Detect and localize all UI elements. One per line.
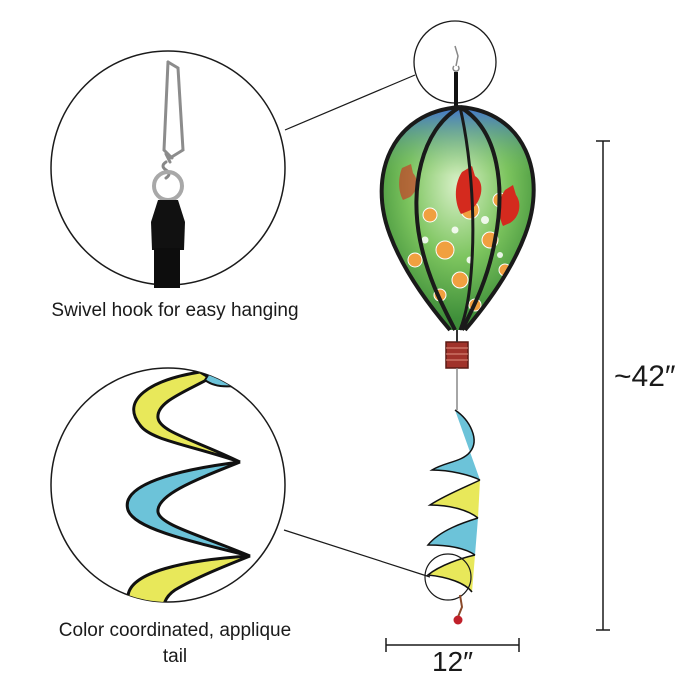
tail-callout-line [283,529,431,578]
cardinal-icon [455,166,482,214]
cardinal-icon [399,164,417,200]
basket-coil [445,341,469,369]
balloon-spinner [379,105,536,410]
height-dimension-line [596,140,610,631]
width-label: 12″ [432,646,474,677]
snap-hook-icon [161,60,185,180]
tail-caption-line2: tail [162,646,188,667]
tail-swoosh-blue [125,460,251,558]
tail-zoom-circle [50,367,286,603]
tail-small-circle [424,553,472,601]
pole-cap-icon [151,200,185,250]
hook-callout-line [284,74,416,131]
tail-spiral [426,409,481,593]
tail-caption-line1: Color coordinated, applique [58,620,292,641]
hook-caption: Swivel hook for easy hanging [51,300,299,321]
balloon-frame [379,105,536,332]
pole-icon [154,248,180,288]
height-label: ~42″ [614,360,676,393]
small-hook-icon [452,45,460,72]
hook-zoom-circle [50,50,286,288]
tail-caption: Color coordinated, applique tail [30,618,320,670]
width-dimension-line [385,638,520,652]
tail-bead [453,615,463,625]
cardinal-icon [499,185,520,226]
tail-swoosh-yellow-bottom [126,554,251,602]
